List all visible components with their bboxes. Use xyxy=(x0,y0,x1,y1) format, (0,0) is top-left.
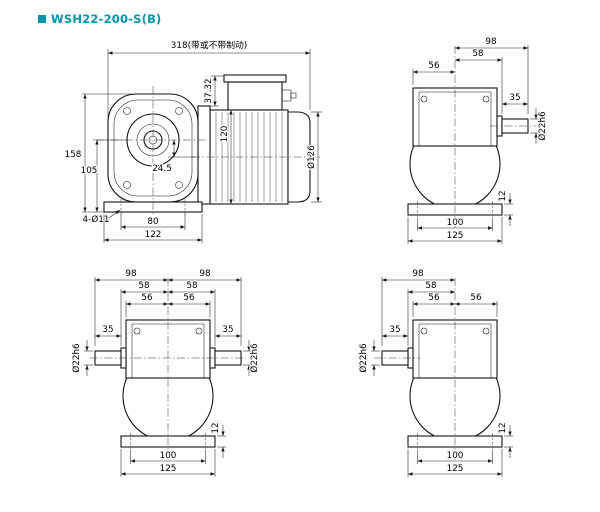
dim-base-thickness: 12 xyxy=(498,422,508,433)
dim-w58: 58 xyxy=(472,49,483,59)
dim-top-offset: 37.32 xyxy=(204,78,214,103)
front-left-dimensions: 98 58 56 56 35 Ø22h6 xyxy=(357,268,513,477)
drawing-title-text: WSH22-200-S(B) xyxy=(51,12,162,26)
housing-screw-icon xyxy=(482,327,490,335)
dim-base-width: 125 xyxy=(160,464,177,474)
dim-shaft-diameter: Ø22h6 xyxy=(537,111,548,141)
dim-w56-left: 56 xyxy=(141,293,153,303)
dim-shaft-length: 35 xyxy=(389,325,400,335)
dim-w58-left: 58 xyxy=(138,281,149,291)
dim-motor-height: 120 xyxy=(220,125,230,142)
housing-screw-icon xyxy=(175,181,183,189)
dim-bolt-span: 100 xyxy=(160,451,177,461)
dim-base-thickness: 12 xyxy=(211,422,221,433)
dim-shaft-diameter-left: Ø22h6 xyxy=(71,343,82,373)
dim-foot-length: 122 xyxy=(145,230,162,240)
dim-center-offset: 24.5 xyxy=(152,164,172,174)
housing-screw-icon xyxy=(482,95,490,103)
dim-foot-holes: 4-Ø11 xyxy=(83,214,110,225)
dim-bolt-span: 100 xyxy=(447,218,464,228)
drawing-title: WSH22-200-S(B) xyxy=(38,12,162,26)
dim-shaft-length-right: 35 xyxy=(222,325,233,335)
side-view-dimensions: 318(带或不带制动) 37.32 120 Ø126 158 105 xyxy=(63,38,322,243)
dim-shaft-length-left: 35 xyxy=(102,325,113,335)
view-front-shaft-left: 98 58 56 56 35 Ø22h6 xyxy=(357,268,513,477)
housing-screw-icon xyxy=(175,107,183,115)
dim-shaft-diameter: Ø22h6 xyxy=(358,343,369,373)
dim-shaft-diameter-right: Ø22h6 xyxy=(249,343,260,373)
motor-terminal-box xyxy=(223,74,297,111)
housing-screw-icon xyxy=(133,327,141,335)
dim-w58-right: 58 xyxy=(186,281,197,291)
housing-screw-icon xyxy=(195,327,203,335)
dim-bolt-span: 100 xyxy=(447,451,464,461)
view-side-elevation: 318(带或不带制动) 37.32 120 Ø126 158 105 xyxy=(63,38,322,243)
view-front-shaft-right: 98 58 56 35 Ø22h6 12 xyxy=(407,36,549,244)
dim-axis-height: 105 xyxy=(81,166,98,176)
dim-w56-right: 56 xyxy=(470,293,482,303)
front-right-dimensions: 98 58 56 35 Ø22h6 12 xyxy=(407,36,549,244)
title-bullet-icon xyxy=(38,15,46,23)
dim-base-thickness: 12 xyxy=(498,190,508,201)
dim-shaft-length: 35 xyxy=(509,93,520,103)
housing-screw-icon xyxy=(123,181,131,189)
view-front-double-shaft: 98 98 58 58 56 56 35 35 xyxy=(70,268,261,477)
dim-base-width: 125 xyxy=(447,464,464,474)
dim-overall-height: 158 xyxy=(65,150,82,160)
dim-w58: 58 xyxy=(425,281,436,291)
dim-base-width: 125 xyxy=(447,231,464,241)
housing-screw-icon xyxy=(123,107,131,115)
dim-w98-left: 98 xyxy=(125,269,136,279)
dim-w56-left: 56 xyxy=(428,293,440,303)
motor-flange xyxy=(197,105,211,205)
dim-w56-right: 56 xyxy=(183,293,195,303)
dim-w98: 98 xyxy=(485,37,496,47)
dim-w98: 98 xyxy=(412,269,423,279)
dim-total-length: 318(带或不带制动) xyxy=(171,39,247,51)
housing-screw-icon xyxy=(420,95,428,103)
dim-w98-right: 98 xyxy=(199,269,210,279)
housing-screw-icon xyxy=(420,327,428,335)
dim-w56: 56 xyxy=(428,61,440,71)
front-double-dimensions: 98 98 58 58 56 56 35 35 xyxy=(70,268,261,477)
dim-hole-span: 80 xyxy=(147,217,159,227)
dim-motor-diameter: Ø126 xyxy=(306,145,317,169)
